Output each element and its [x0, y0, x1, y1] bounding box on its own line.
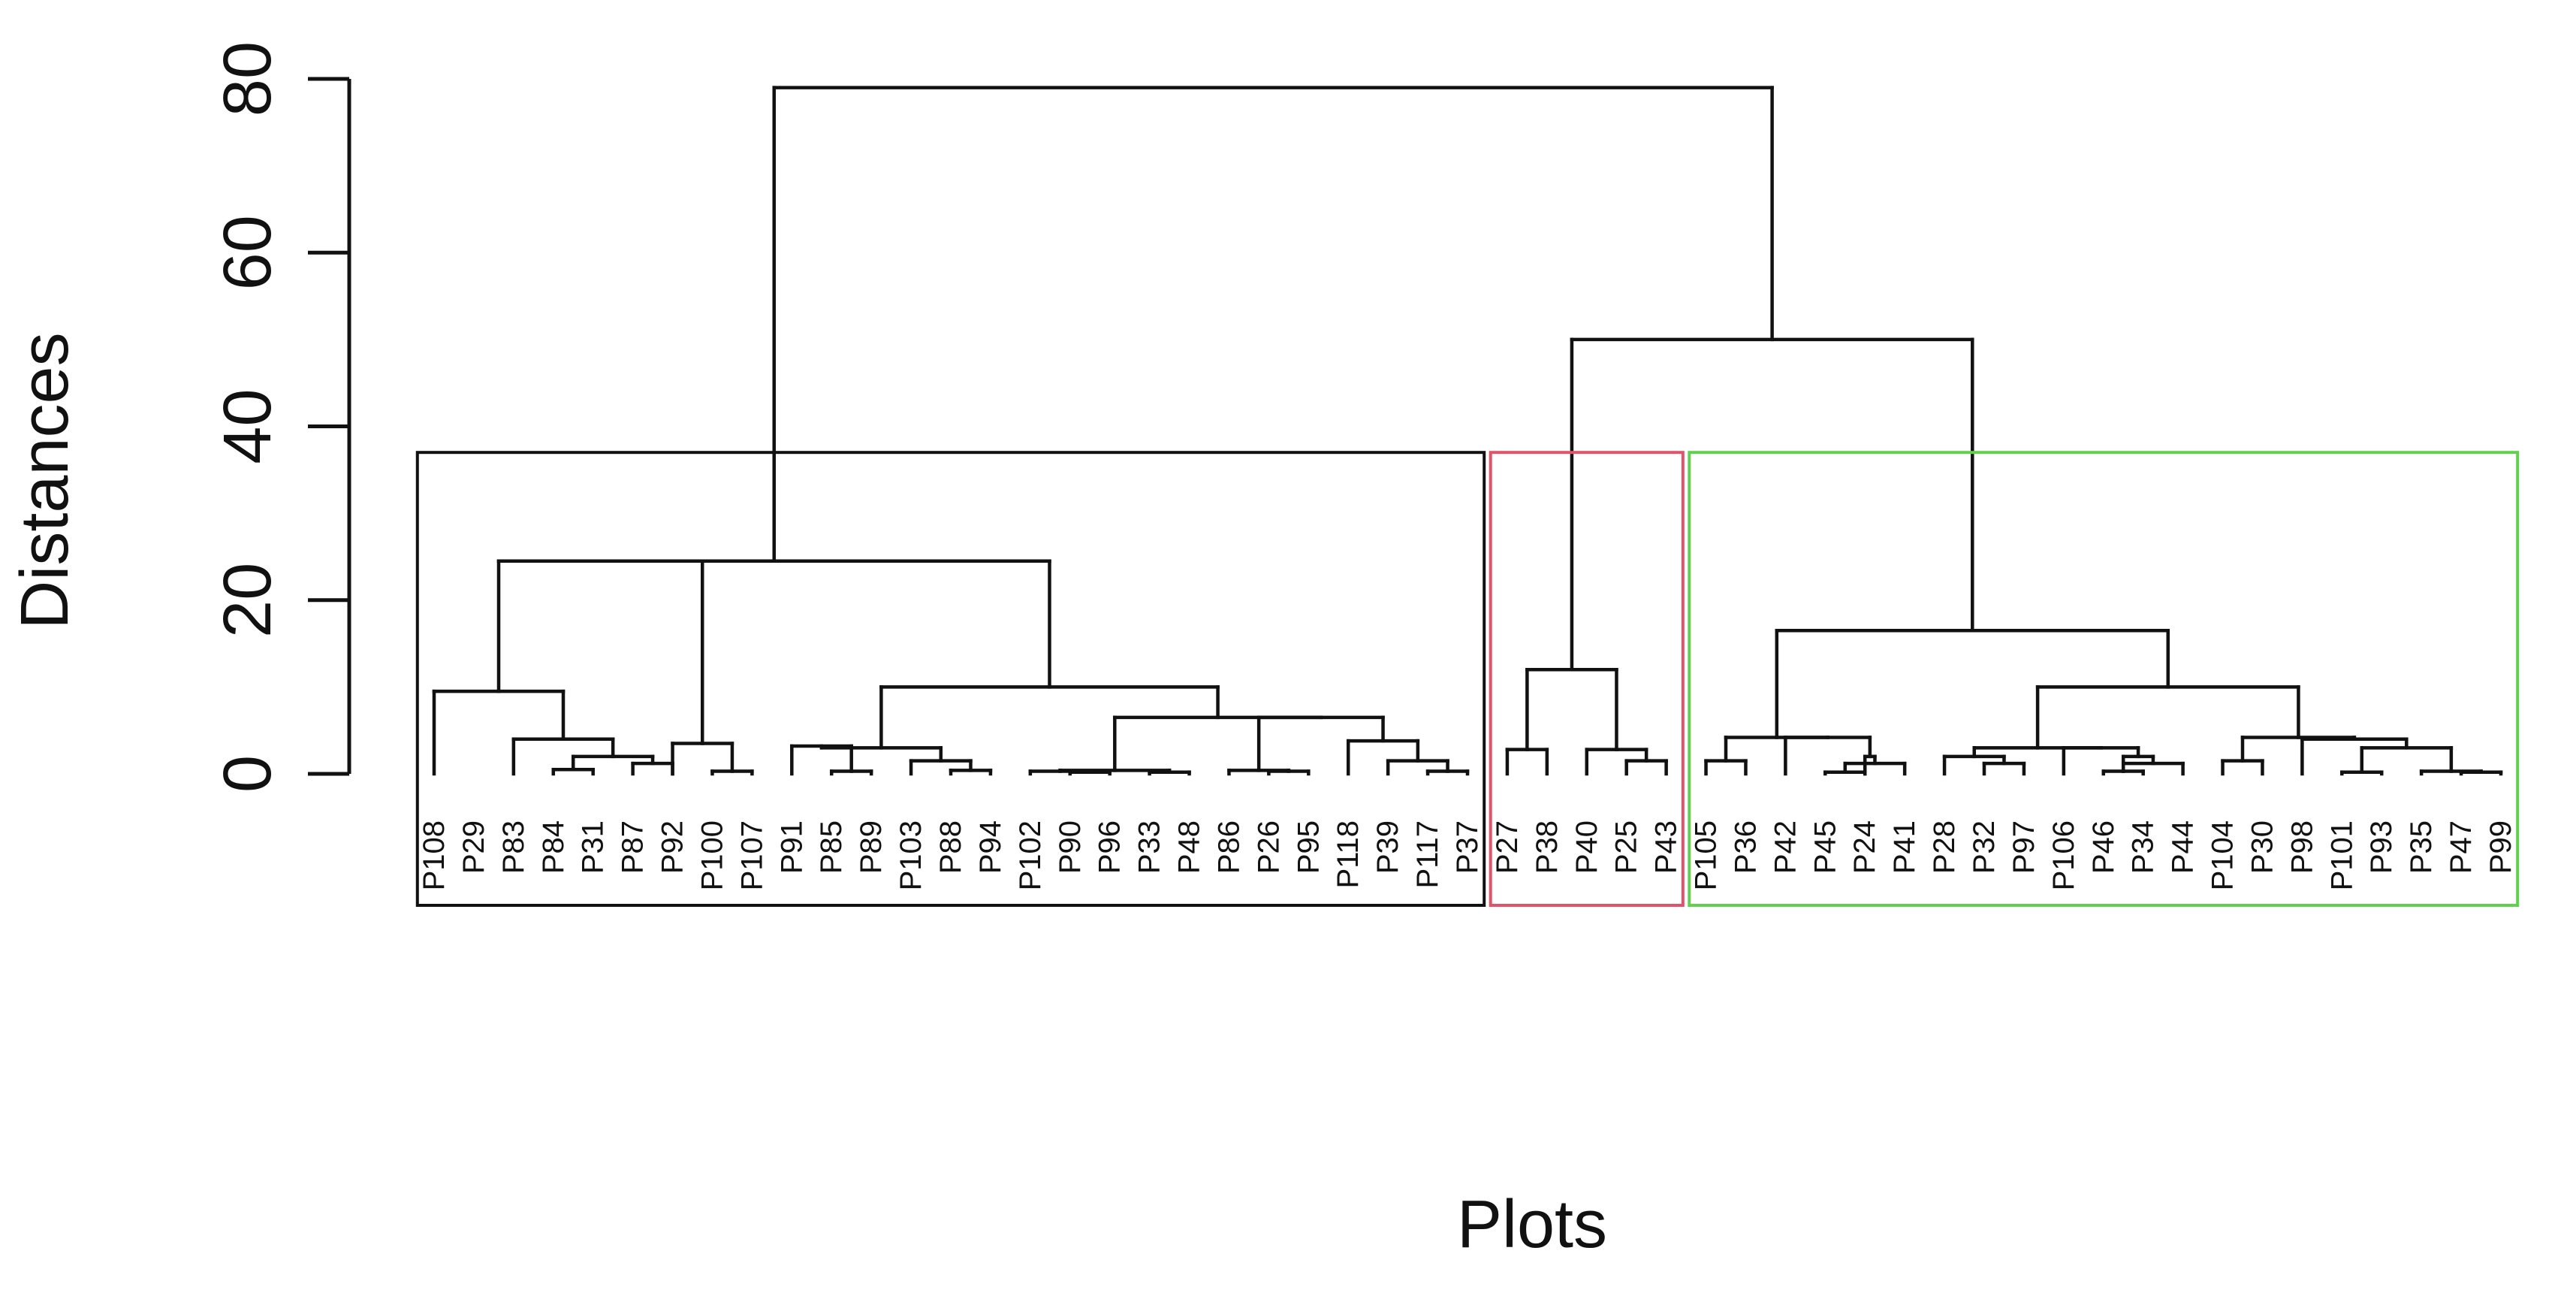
leaf-label: P118: [1332, 820, 1365, 888]
leaf-label: P24: [1848, 820, 1881, 874]
dendrogram-tree: [432, 86, 2503, 776]
leaf-label: P30: [2246, 820, 2279, 874]
leaf-label: P102: [1014, 820, 1047, 890]
leaf-label: P25: [1610, 820, 1643, 874]
leaf-label: P46: [2087, 820, 2120, 874]
leaf-label: P90: [1054, 820, 1087, 874]
leaf-label: P83: [497, 820, 530, 874]
leaf-label: P108: [418, 820, 451, 890]
leaf-label: P44: [2167, 820, 2200, 874]
leaf-label: P37: [1451, 820, 1484, 874]
leaf-label: P87: [617, 820, 650, 874]
leaf-label: P48: [1173, 820, 1206, 874]
leaf-label: P27: [1491, 820, 1524, 874]
y-tick-label: 0: [210, 755, 285, 793]
leaf-label: P96: [1093, 820, 1127, 874]
leaf-label: P85: [815, 820, 848, 874]
leaf-label: P92: [656, 820, 689, 874]
cluster-box: [415, 451, 1486, 907]
leaf-label: P45: [1808, 820, 1842, 874]
y-tick-label: 80: [210, 41, 285, 116]
leaf-label: P101: [2325, 820, 2358, 890]
leaf-label: P86: [1212, 820, 1245, 874]
leaf-label: P42: [1769, 820, 1802, 874]
cluster-box: [1489, 451, 1685, 907]
y-axis-title: Distances: [8, 332, 83, 629]
leaf-label: P39: [1371, 820, 1404, 874]
y-tick-label: 40: [210, 388, 285, 464]
leaf-label: P41: [1888, 820, 1921, 874]
leaf-label: P29: [457, 820, 490, 874]
leaf-label: P35: [2405, 820, 2438, 874]
leaf-label: P47: [2445, 820, 2478, 874]
leaf-label: P105: [1690, 820, 1723, 890]
leaf-label: P107: [735, 820, 768, 890]
leaf-label: P34: [2127, 820, 2160, 874]
leaf-label: P97: [2007, 820, 2041, 874]
leaf-label: P33: [1133, 820, 1166, 874]
leaf-label: P26: [1252, 820, 1285, 874]
leaf-label: P99: [2484, 820, 2517, 874]
leaf-label: P106: [2047, 820, 2080, 890]
y-tick-label: 60: [210, 215, 285, 290]
y-tick-label: 20: [210, 563, 285, 638]
leaf-label: P94: [974, 820, 1007, 874]
leaf-label: P103: [894, 820, 928, 890]
leaf-label: P91: [775, 820, 808, 874]
leaf-label: P28: [1928, 820, 1961, 874]
leaf-label: P32: [1968, 820, 2001, 874]
leaf-label: P93: [2365, 820, 2398, 874]
leaf-label: P36: [1729, 820, 1762, 874]
cluster-box: [1688, 451, 2520, 907]
leaf-label: P95: [1292, 820, 1325, 874]
leaf-label: P117: [1411, 820, 1444, 888]
leaf-label: P100: [695, 820, 728, 890]
leaf-label: P104: [2206, 820, 2240, 890]
cluster-boxes: [415, 451, 2520, 907]
leaf-label: P88: [934, 820, 967, 874]
leaf-label: P40: [1570, 820, 1603, 874]
leaf-label: P38: [1531, 820, 1564, 874]
leaf-label: P31: [577, 820, 610, 874]
y-axis: 0 20 40 60 80: [210, 41, 351, 793]
leaf-label: P84: [537, 820, 570, 874]
x-axis-title: Plots: [1457, 1187, 1607, 1262]
leaf-label: P98: [2285, 820, 2318, 874]
leaf-label: P43: [1650, 820, 1683, 874]
leaf-label: P89: [855, 820, 888, 874]
